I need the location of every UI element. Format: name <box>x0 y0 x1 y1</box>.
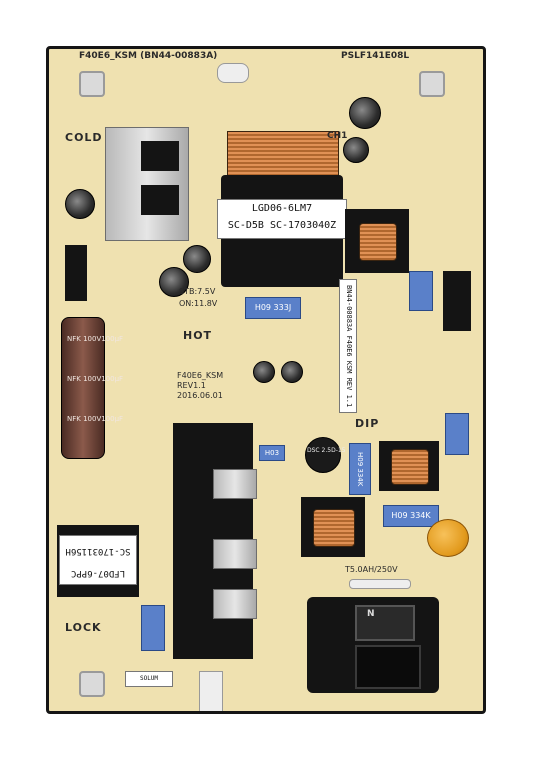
blue-capacitor-right <box>409 271 433 311</box>
ntc-thermistor <box>305 437 341 473</box>
standby-transformer-label: LFD07-6PPC SC-17031156H <box>59 535 137 585</box>
film-cap-h03: H03 <box>259 445 285 461</box>
capacitor-top-right <box>349 97 381 129</box>
white-tape <box>217 63 249 83</box>
ch1-label: CH1 <box>327 131 348 141</box>
fuse-glass <box>349 579 411 589</box>
cold-zone-label: COLD <box>65 131 103 144</box>
mosfet-hot-3 <box>213 589 257 619</box>
on-voltage-label: ON:11.8V <box>179 299 218 308</box>
mount-hole-bottom-left <box>79 671 105 697</box>
board-model-label: PSLF141E08L <box>341 51 410 61</box>
mosfet-hot-2 <box>213 539 257 569</box>
ntc-label: DSC 2.5D-15 <box>307 447 346 454</box>
transformer-label-line2: SC-D5B SC-1703040Z <box>227 220 337 231</box>
rev-label-1: F40E6_KSM <box>177 371 224 380</box>
ac-power-socket[interactable] <box>355 645 421 689</box>
transformer-label-line1: LGD06-6LM7 <box>251 203 313 214</box>
standby-transformer-line2: SC-17031156H <box>65 546 131 556</box>
film-cap-334k-vertical: H09 334K <box>349 443 371 495</box>
rev-label-3: 2016.06.01 <box>177 391 223 400</box>
film-cap-334k-horizontal: H09 334K <box>383 505 439 527</box>
capacitor-left <box>65 189 95 219</box>
choke-lower-winding <box>313 509 355 547</box>
power-rocker-switch[interactable] <box>355 605 415 641</box>
film-cap-333j: H09 333J <box>245 297 301 319</box>
standby-transformer-line1: LFD07-6PPC <box>70 568 126 578</box>
mosfet-hot-1 <box>213 469 257 499</box>
mount-hole-top-right <box>419 71 445 97</box>
mosfet-top <box>141 141 179 171</box>
mount-hole-top-left <box>79 71 105 97</box>
hot-zone-label: HOT <box>183 329 213 342</box>
transformer-label: LGD06-6LM7 SC-D5B SC-1703040Z <box>217 199 347 239</box>
capacitor-mid-right <box>343 137 369 163</box>
capacitor-center-1 <box>183 245 211 273</box>
choke-top-right-winding <box>359 223 397 261</box>
choke-dip-winding <box>391 449 429 485</box>
switch-on-mark: N <box>367 609 375 619</box>
dip-label: DIP <box>355 417 380 430</box>
connector-right <box>443 271 471 331</box>
capacitor-center-2 <box>159 267 189 297</box>
vertical-serial-label: BN44-00883A F40E6 KSM REV 1.1 <box>339 279 357 413</box>
nfk-label-3: NFK 100V100μF <box>67 415 124 423</box>
board-code-label: F40E6_KSM (BN44-00883A) <box>79 51 218 61</box>
capacitor-small-1 <box>253 361 275 383</box>
blue-capacitor-y <box>445 413 469 455</box>
qc-sticker: SOLUM <box>125 671 173 687</box>
stb-voltage-label: STB:7.5V <box>179 287 216 296</box>
connector-left <box>65 245 87 301</box>
mosfet-bottom <box>141 185 179 215</box>
nfk-label-1: NFK 100V100μF <box>67 335 124 343</box>
capacitor-small-2 <box>281 361 303 383</box>
pcb-board: F40E6_KSM (BN44-00883A) PSLF141E08L COLD… <box>46 46 486 714</box>
connector-bottom <box>199 671 223 711</box>
varistor-orange <box>427 519 469 557</box>
blue-capacitor-lower <box>141 605 165 651</box>
fuse-rating-label: T5.0AH/250V <box>345 565 398 574</box>
nfk-label-2: NFK 100V100μF <box>67 375 124 383</box>
transformer-winding <box>227 131 339 177</box>
rev-label-2: REV1.1 <box>177 381 206 390</box>
electrolytic-capacitor-nfk <box>61 317 105 459</box>
lock-label: LOCK <box>65 621 102 634</box>
